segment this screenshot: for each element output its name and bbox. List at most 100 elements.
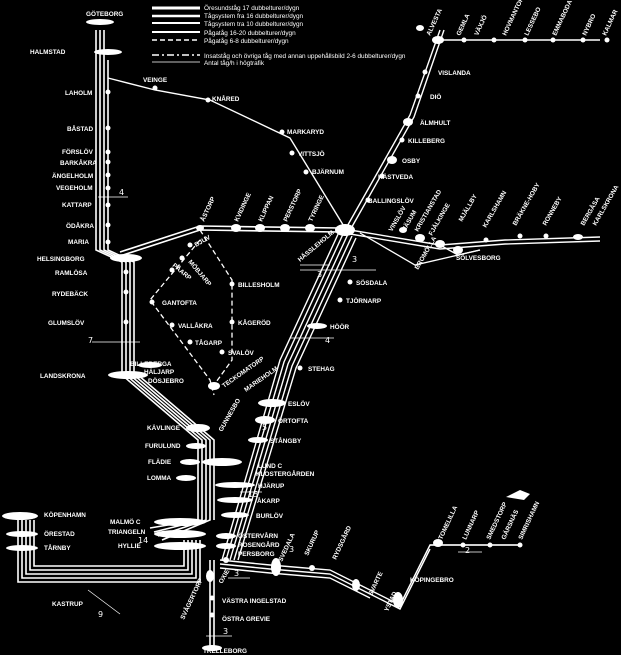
station-vittsjo: VITTSJÖ	[298, 149, 325, 158]
station-tjornarp: TJÖRNARP	[346, 296, 382, 305]
station-hastveda: HÄSTVEDA	[378, 173, 414, 181]
freq-svedala: 3	[289, 545, 294, 554]
station-goteborg: GÖTEBORG	[86, 9, 123, 18]
station-svalov: SVALÖV	[228, 348, 255, 357]
station-eslov: ESLÖV	[288, 399, 310, 408]
station-sosdala: SÖSDALA	[356, 278, 388, 287]
station-tomelilla: TOMELILLA	[437, 505, 459, 541]
freq-ortofta: 5	[262, 423, 267, 432]
station-kopingebro: KÖPINGEBRO	[410, 575, 454, 584]
station-landskrona: LANDSKRONA	[40, 373, 86, 380]
station-ortofta: ÖRTOFTA	[278, 416, 309, 425]
freq-hoor: 4	[325, 336, 330, 345]
legend-item-5: Pågatåg 6-8 dubbelturer/dygn	[204, 37, 289, 45]
station-karlshamn: KARLSHAMN	[482, 190, 509, 229]
station-gunnesbo: GUNNESBO	[218, 397, 243, 433]
station-burlov: BURLÖV	[256, 511, 284, 520]
station-vegeholm: VEGEHOLM	[56, 185, 93, 192]
station-bjuv: BJUV	[194, 234, 213, 249]
station-furulund: FURULUND	[145, 443, 181, 450]
station-fladie: FLÄDIE	[148, 458, 172, 466]
freq-hassleholm-south: 3	[317, 270, 322, 279]
station-bramhult: BRÄKNE-HOBY	[511, 181, 542, 227]
station-vastra-ingelstad: VÄSTRA INGELSTAD	[222, 597, 287, 605]
legend: Öresundståg 17 dubbelturer/dygn Tågsyste…	[152, 4, 406, 67]
station-kopenhamn: KÖPENHAMN	[44, 510, 86, 519]
station-stehag: STEHAG	[308, 366, 335, 373]
legend-item-2: Tågsystem fra 16 dubbelturer/dygn	[204, 12, 304, 20]
station-kvidinge: KVIDINGE	[233, 191, 253, 223]
station-kagerod: KÅGERÖD	[238, 318, 271, 327]
station-killeberg: KILLEBERG	[408, 138, 445, 145]
station-glumslov: GLUMSLÖV	[48, 318, 85, 327]
station-trelleborg: TRELLEBORG	[203, 648, 247, 655]
freq-hassleholm: 3	[352, 255, 357, 264]
station-rydebeck: RYDEBÄCK	[52, 290, 88, 298]
station-skurup: SKURUP	[303, 529, 321, 557]
station-klippan: KLIPPAN	[257, 195, 275, 223]
freq-glumslov: 7	[88, 336, 93, 345]
station-lund: LUND C	[258, 463, 283, 470]
station-bastad: BÅSTAD	[67, 124, 94, 133]
legend-item-1: Öresundståg 17 dubbelturer/dygn	[204, 4, 300, 12]
station-helsingborg: HELSINGBORG	[37, 256, 85, 263]
station-markaryd: MARKARYD	[287, 129, 324, 136]
station-forslov: FÖRSLÖV	[62, 147, 94, 156]
station-billeberga: BILLEBERGA	[130, 361, 172, 368]
station-ronneby: RONNEBY	[542, 195, 564, 227]
station-almhult: ÄLMHULT	[420, 119, 451, 127]
station-odakra: ÖDÅKRA	[66, 221, 94, 230]
station-tarnby: TÅRNBY	[44, 543, 71, 552]
station-billesholm: BILLESHOLM	[238, 282, 280, 289]
legend-item-6: Insatståg och övriga tåg med annan uppeh…	[204, 52, 406, 60]
station-ramlosa: RAMLÖSA	[55, 268, 88, 277]
station-kalmar: KALMAR	[601, 8, 619, 36]
freq-tomelilla: 2	[465, 546, 470, 555]
freq-akarp: 15	[248, 490, 258, 499]
station-lomma: LOMMA	[147, 475, 172, 482]
station-tyringe: TYRINGE	[307, 193, 326, 222]
station-solvesborg: SÖLVESBORG	[456, 253, 501, 262]
station-dosjebro: DÖSJEBRO	[148, 376, 184, 385]
station-kastrup: KASTRUP	[52, 601, 84, 608]
legend-item-4: Pågatåg 16-20 dubbelturer/dygn	[204, 29, 296, 37]
station-maria: MARIA	[68, 239, 89, 246]
station-mobjarp: MÖBJARP	[186, 258, 214, 289]
freq-oxie: 3	[234, 569, 239, 578]
station-triangeln: TRIANGELN	[108, 529, 146, 536]
station-vallakra: VALLÅKRA	[178, 321, 213, 330]
station-tagarp: TÅGARP	[195, 338, 223, 347]
station-vaxjo: VÄXJÖ	[472, 13, 489, 36]
station-osby: OSBY	[402, 158, 421, 165]
station-laholm: LAHOLM	[65, 90, 92, 97]
station-simrishamn: SIMRISHAMN	[517, 500, 541, 541]
station-vislanda: VISLANDA	[438, 70, 471, 77]
freq-vegeholm: 4	[119, 188, 124, 197]
station-rydsgard: RYDSGÅRD	[330, 524, 354, 561]
station-ballingslov: BALLINGSLÖV	[368, 196, 415, 205]
station-veinge: VEINGE	[143, 77, 168, 84]
station-orestad: ÖRESTAD	[44, 529, 75, 538]
station-haljarp: HÄLJARP	[144, 368, 175, 376]
station-dio: DIÖ	[430, 92, 441, 101]
station-hoor: HÖÖR	[330, 322, 350, 331]
station-lunnarp: LUNNARP	[461, 509, 481, 541]
station-gantofta: GANTOFTA	[162, 300, 197, 307]
legend-item-3: Tågsystem tra 10 dubbelturer/dygn	[204, 20, 304, 28]
station-halmstad: HALMSTAD	[30, 49, 66, 56]
station-stangby: STÅNGBY	[270, 436, 302, 445]
station-ostervarn: ÖSTERVÅRN	[238, 531, 278, 540]
station-oxie: OXIE	[218, 568, 232, 585]
station-klostergarden: KLOSTERGÅRDEN	[256, 469, 315, 478]
station-kavlinge: KÄVLINGE	[147, 424, 181, 432]
station-barkakra: BARKÅKRA	[60, 158, 97, 167]
station-emmaboda: EMMABODA	[551, 0, 574, 37]
station-hjarup: HJÄRUP	[258, 482, 285, 490]
station-ostra-grevie: ÖSTRA GREVIE	[222, 614, 271, 623]
station-malmo: MALMÖ C	[110, 517, 141, 526]
station-rosengard: ROSENGÅRD	[238, 540, 280, 549]
station-akarp: ÅKARP	[257, 496, 280, 505]
legend-item-7: Antal tåg/h i högtrafik	[204, 59, 265, 67]
station-hassleholm: HÄSSLEHOLM	[296, 229, 335, 264]
station-persborg: PERSBORG	[238, 551, 275, 558]
